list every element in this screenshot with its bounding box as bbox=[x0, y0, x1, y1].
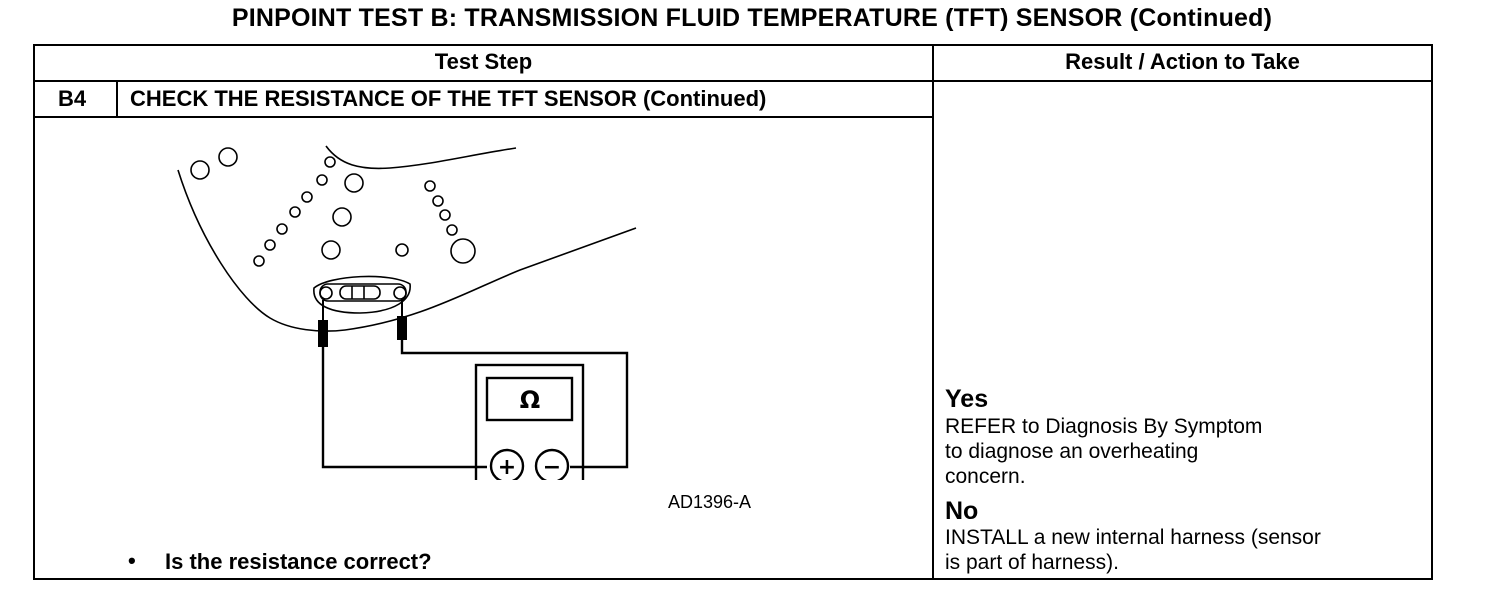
pinpoint-table bbox=[33, 44, 1433, 580]
result-no-label: No bbox=[945, 497, 979, 525]
step-row-divider bbox=[33, 116, 933, 118]
case-outline bbox=[177, 169, 637, 332]
ohm-symbol: Ω bbox=[520, 386, 540, 414]
column-header-result-action: Result / Action to Take bbox=[1065, 49, 1300, 74]
sensor-body bbox=[313, 275, 411, 314]
positive-terminal bbox=[489, 448, 525, 480]
column-divider bbox=[932, 44, 934, 580]
result-yes-action: REFER to Diagnosis By Symptom to diagnos… bbox=[945, 415, 1263, 488]
probe-tip-negative bbox=[397, 316, 407, 340]
test-question: Is the resistance correct? bbox=[165, 549, 432, 574]
case-upper-edge bbox=[325, 145, 517, 170]
step-id-divider bbox=[116, 80, 118, 117]
lead-wire-negative bbox=[400, 340, 629, 469]
minus-label: − bbox=[543, 455, 561, 480]
negative-terminal bbox=[534, 448, 570, 480]
figure-id: AD1396-A bbox=[668, 492, 752, 512]
page-title: PINPOINT TEST B: TRANSMISSION FLUID TEMP… bbox=[231, 4, 1273, 32]
lead-wire-positive bbox=[321, 345, 487, 469]
probe-tip-positive bbox=[318, 320, 328, 347]
ohmmeter-display bbox=[485, 376, 574, 422]
column-header-test-step: Test Step bbox=[434, 49, 533, 74]
tft-sensor-ohmmeter-diagram: Ω + − bbox=[177, 145, 637, 480]
header-divider bbox=[33, 80, 1433, 82]
step-id: B4 bbox=[58, 86, 87, 111]
result-no-action: INSTALL a new internal harness (sensor i… bbox=[945, 526, 1321, 574]
bullet-icon: • bbox=[128, 548, 136, 573]
plus-label: + bbox=[498, 455, 516, 480]
result-yes-label: Yes bbox=[945, 385, 989, 413]
step-title: CHECK THE RESISTANCE OF THE TFT SENSOR (… bbox=[130, 86, 767, 111]
ohmmeter-body bbox=[474, 363, 585, 480]
